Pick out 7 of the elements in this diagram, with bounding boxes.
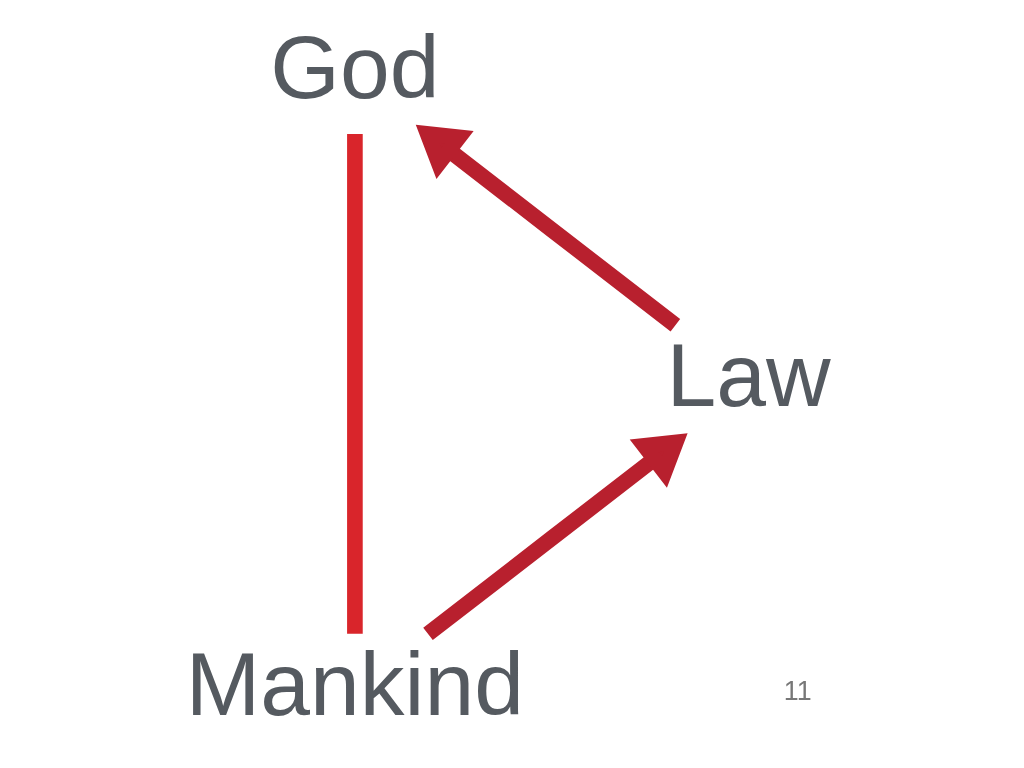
arrow xyxy=(415,124,681,332)
connector xyxy=(347,134,363,634)
node-text: God xyxy=(270,16,440,117)
label: 11 xyxy=(783,675,812,706)
arrow xyxy=(423,433,688,641)
node-text: Mankind xyxy=(185,633,524,734)
node-text: Law xyxy=(666,325,831,426)
